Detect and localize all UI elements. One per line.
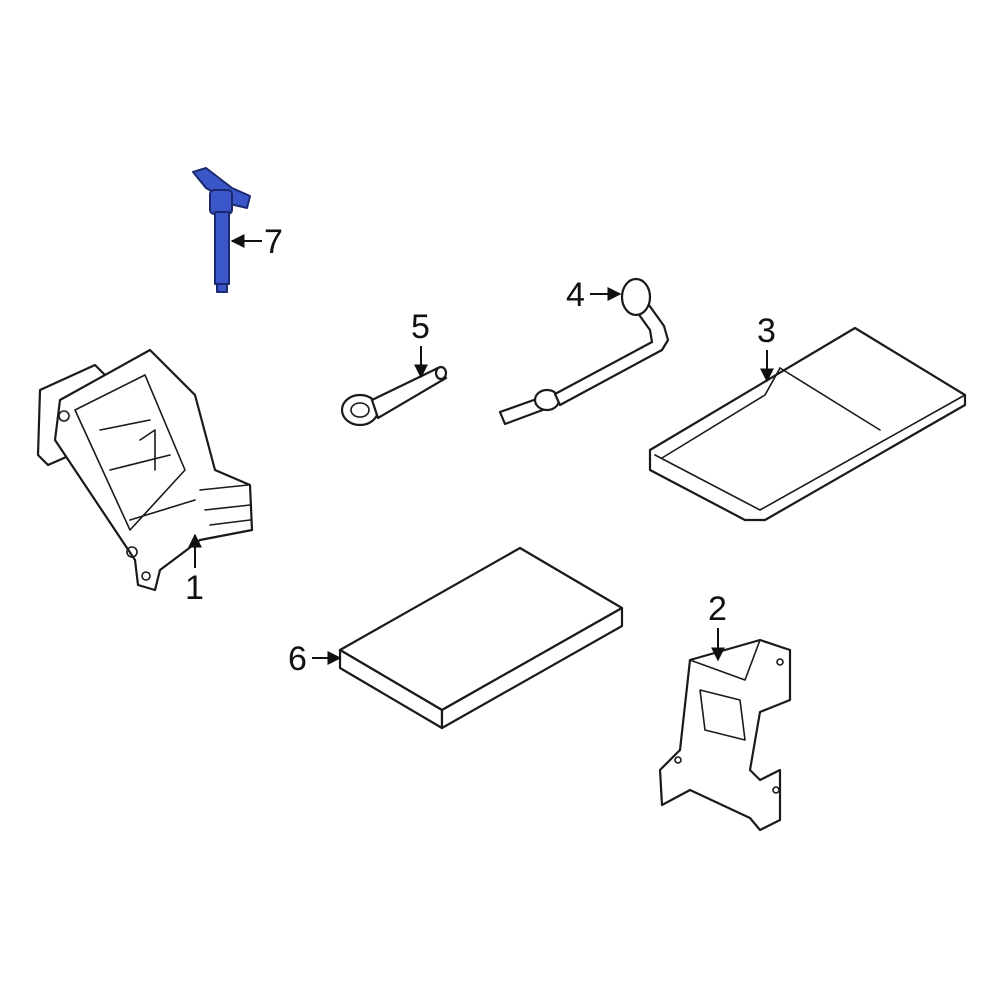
tow-hook-part[interactable] <box>340 365 448 427</box>
jack-handle-part[interactable] <box>498 277 670 426</box>
tool-bag-part[interactable] <box>648 326 967 522</box>
bracket-part[interactable] <box>658 638 792 832</box>
callout-3-label[interactable]: 3 <box>757 312 776 350</box>
wing-bolt-part[interactable] <box>192 167 251 293</box>
callout-6-label[interactable]: 6 <box>288 640 307 678</box>
jack-part[interactable] <box>36 348 254 592</box>
callout-5-label[interactable]: 5 <box>411 308 430 346</box>
callout-1-label[interactable]: 1 <box>185 569 204 607</box>
callout-leaders <box>188 234 774 665</box>
callout-2-label[interactable]: 2 <box>708 590 727 628</box>
pad-part[interactable] <box>338 546 624 730</box>
callout-labels: 1 2 3 4 5 6 7 <box>185 223 776 678</box>
callout-7-label[interactable]: 7 <box>264 223 283 261</box>
callout-4-label[interactable]: 4 <box>566 276 585 314</box>
